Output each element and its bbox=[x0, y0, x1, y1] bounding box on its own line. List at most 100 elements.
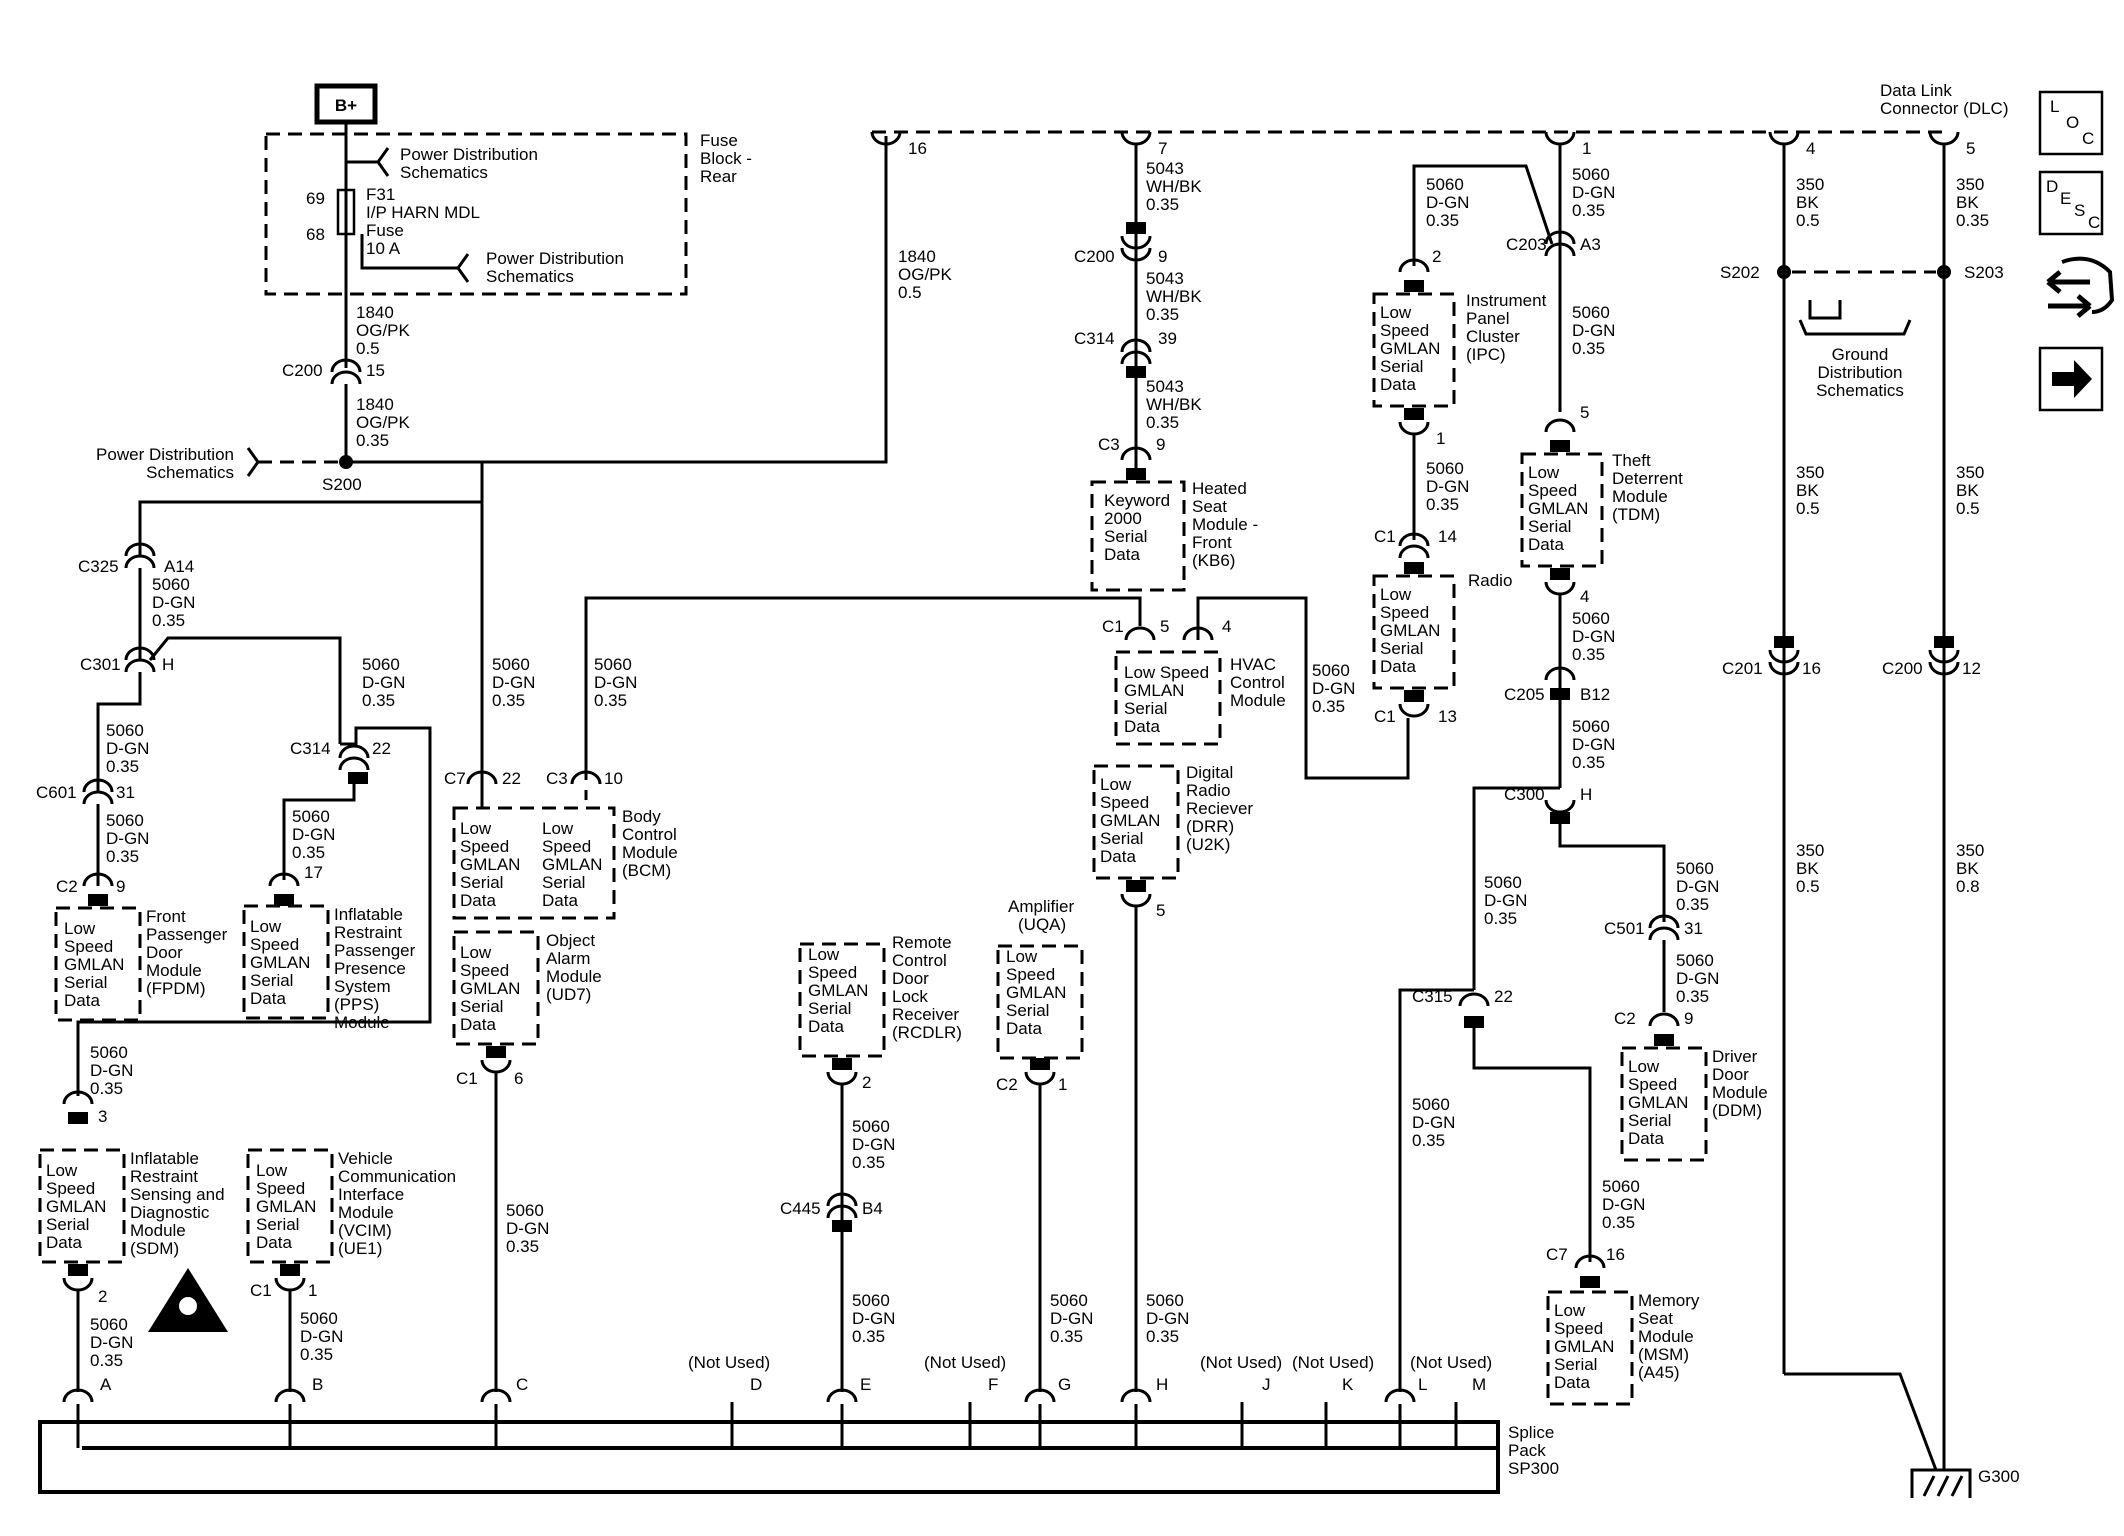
svg-text:Reciever: Reciever bbox=[1186, 799, 1253, 818]
wire-label-c300-left: 5060 D-GN 0.35 bbox=[1484, 873, 1527, 928]
svg-text:Serial: Serial bbox=[1104, 527, 1147, 546]
svg-text:Low Speed: Low Speed bbox=[1124, 663, 1209, 682]
wire-label-pps: 5060 D-GN 0.35 bbox=[90, 1043, 133, 1098]
wire-label-5043-b: 5043 WH/BK 0.35 bbox=[1146, 269, 1202, 324]
svg-text:0.35: 0.35 bbox=[594, 691, 627, 710]
pds-label-1: Power Distribution Schematics bbox=[400, 145, 538, 182]
svg-text:5060: 5060 bbox=[90, 1043, 128, 1062]
wire-label-ipc-bottom: 5060 D-GN 0.35 bbox=[1426, 459, 1469, 514]
svg-text:Interface: Interface bbox=[338, 1185, 404, 1204]
svg-text:5060: 5060 bbox=[1602, 1177, 1640, 1196]
svg-text:Speed: Speed bbox=[1380, 321, 1429, 340]
svg-text:(KB6): (KB6) bbox=[1192, 551, 1235, 570]
svg-text:0.35: 0.35 bbox=[1050, 1327, 1083, 1346]
desc-button[interactable]: D E S C bbox=[2038, 170, 2104, 236]
svg-text:OG/PK: OG/PK bbox=[356, 321, 411, 340]
kb6-box bbox=[1090, 480, 1186, 592]
wire-1840-c: 1840 OG/PK 0.5 bbox=[898, 247, 953, 302]
svg-text:M: M bbox=[1472, 1375, 1486, 1394]
svg-text:5060: 5060 bbox=[1426, 459, 1464, 478]
svg-text:Low: Low bbox=[250, 917, 282, 936]
svg-text:Data: Data bbox=[542, 891, 578, 910]
svg-text:5060: 5060 bbox=[1676, 859, 1714, 878]
rcdlr-label: Remote Control Door Lock Receiver (RCDLR… bbox=[892, 933, 962, 1042]
dlc-pin-4: 4 bbox=[1806, 139, 1815, 158]
svg-text:31: 31 bbox=[116, 783, 135, 802]
ipc-label: Instrument Panel Cluster (IPC) bbox=[1466, 291, 1547, 364]
sidebar: L O C D E S C bbox=[2038, 90, 2115, 412]
svg-text:D-GN: D-GN bbox=[362, 673, 405, 692]
svg-text:Data: Data bbox=[460, 1015, 496, 1034]
svg-text:(PPS): (PPS) bbox=[334, 995, 379, 1014]
loc-button[interactable]: L O C bbox=[2038, 90, 2104, 156]
svg-text:C2: C2 bbox=[1614, 1009, 1636, 1028]
ipc-box bbox=[1372, 292, 1456, 408]
svg-text:WH/BK: WH/BK bbox=[1146, 395, 1202, 414]
svg-text:350: 350 bbox=[1796, 175, 1824, 194]
svg-text:Module: Module bbox=[1638, 1327, 1694, 1346]
svg-text:D-GN: D-GN bbox=[106, 739, 149, 758]
svg-text:HVAC: HVAC bbox=[1230, 655, 1276, 674]
svg-text:Module: Module bbox=[334, 1013, 390, 1032]
svg-text:GMLAN: GMLAN bbox=[542, 855, 602, 874]
radio-gmlan: Low Speed GMLAN Serial Data bbox=[1380, 585, 1440, 676]
svg-text:Schematics: Schematics bbox=[400, 163, 488, 182]
svg-text:Door: Door bbox=[892, 969, 929, 988]
svg-text:Speed: Speed bbox=[808, 963, 857, 982]
svg-text:F: F bbox=[988, 1375, 998, 1394]
svg-text:GMLAN: GMLAN bbox=[1380, 339, 1440, 358]
svg-text:Low: Low bbox=[1006, 947, 1038, 966]
ud7-box bbox=[452, 930, 540, 1046]
svg-text:0.35: 0.35 bbox=[852, 1327, 885, 1346]
svg-text:Serial: Serial bbox=[46, 1215, 89, 1234]
ddm-gmlan: Low Speed GMLAN Serial Data bbox=[1628, 1057, 1688, 1148]
svg-text:10 A: 10 A bbox=[366, 239, 401, 258]
svg-text:16: 16 bbox=[1802, 659, 1821, 678]
svg-text:0.35: 0.35 bbox=[1572, 645, 1605, 664]
svg-text:(FPDM): (FPDM) bbox=[146, 979, 205, 998]
ground-g300-icon bbox=[1910, 1468, 1972, 1498]
svg-text:Serial: Serial bbox=[1528, 517, 1571, 536]
svg-text:5060: 5060 bbox=[1146, 1291, 1184, 1310]
drr-label: Digital Radio Reciever (DRR) (U2K) bbox=[1186, 763, 1253, 854]
svg-text:5043: 5043 bbox=[1146, 269, 1184, 288]
connector-swap-icon[interactable] bbox=[2046, 256, 2115, 318]
svg-text:Data: Data bbox=[256, 1233, 292, 1252]
svg-text:0.35: 0.35 bbox=[106, 757, 139, 776]
svg-text:D-GN: D-GN bbox=[106, 829, 149, 848]
svg-text:Seat: Seat bbox=[1638, 1309, 1673, 1328]
svg-text:Fuse: Fuse bbox=[366, 221, 404, 240]
svg-text:C3: C3 bbox=[1098, 435, 1120, 454]
svg-text:GMLAN: GMLAN bbox=[256, 1197, 316, 1216]
svg-text:Panel: Panel bbox=[1466, 309, 1509, 328]
svg-text:Serial: Serial bbox=[64, 973, 107, 992]
svg-text:(A45): (A45) bbox=[1638, 1363, 1680, 1382]
svg-text:0.35: 0.35 bbox=[492, 691, 525, 710]
svg-text:H: H bbox=[162, 655, 174, 674]
next-arrow-button[interactable] bbox=[2038, 346, 2104, 412]
svg-text:5060: 5060 bbox=[852, 1117, 890, 1136]
svg-text:Serial: Serial bbox=[1124, 699, 1167, 718]
svg-text:C601: C601 bbox=[36, 783, 77, 802]
svg-text:10: 10 bbox=[604, 769, 623, 788]
svg-text:Module: Module bbox=[146, 961, 202, 980]
svg-text:1840: 1840 bbox=[898, 247, 936, 266]
rcdlr-gmlan: Low Speed GMLAN Serial Data bbox=[808, 945, 868, 1036]
svg-text:Memory: Memory bbox=[1638, 1291, 1700, 1310]
svg-text:Restraint: Restraint bbox=[130, 1167, 198, 1186]
svg-text:Power Distribution: Power Distribution bbox=[400, 145, 538, 164]
svg-text:Control: Control bbox=[1230, 673, 1285, 692]
svg-text:Diagnostic: Diagnostic bbox=[130, 1203, 210, 1222]
svg-text:Presence: Presence bbox=[334, 959, 406, 978]
svg-text:GMLAN: GMLAN bbox=[1380, 621, 1440, 640]
svg-text:Module -: Module - bbox=[1192, 515, 1258, 534]
svg-text:Instrument: Instrument bbox=[1466, 291, 1547, 310]
svg-text:Data: Data bbox=[808, 1017, 844, 1036]
svg-text:GMLAN: GMLAN bbox=[64, 955, 124, 974]
svg-text:Data: Data bbox=[1380, 657, 1416, 676]
svg-text:Serial: Serial bbox=[1380, 357, 1423, 376]
svg-text:350: 350 bbox=[1956, 175, 1984, 194]
wire-label-tdm: 5060 D-GN 0.35 bbox=[1572, 609, 1615, 664]
wire-1840-a: 1840 OG/PK 0.5 bbox=[356, 303, 411, 358]
svg-text:Low: Low bbox=[1628, 1057, 1660, 1076]
